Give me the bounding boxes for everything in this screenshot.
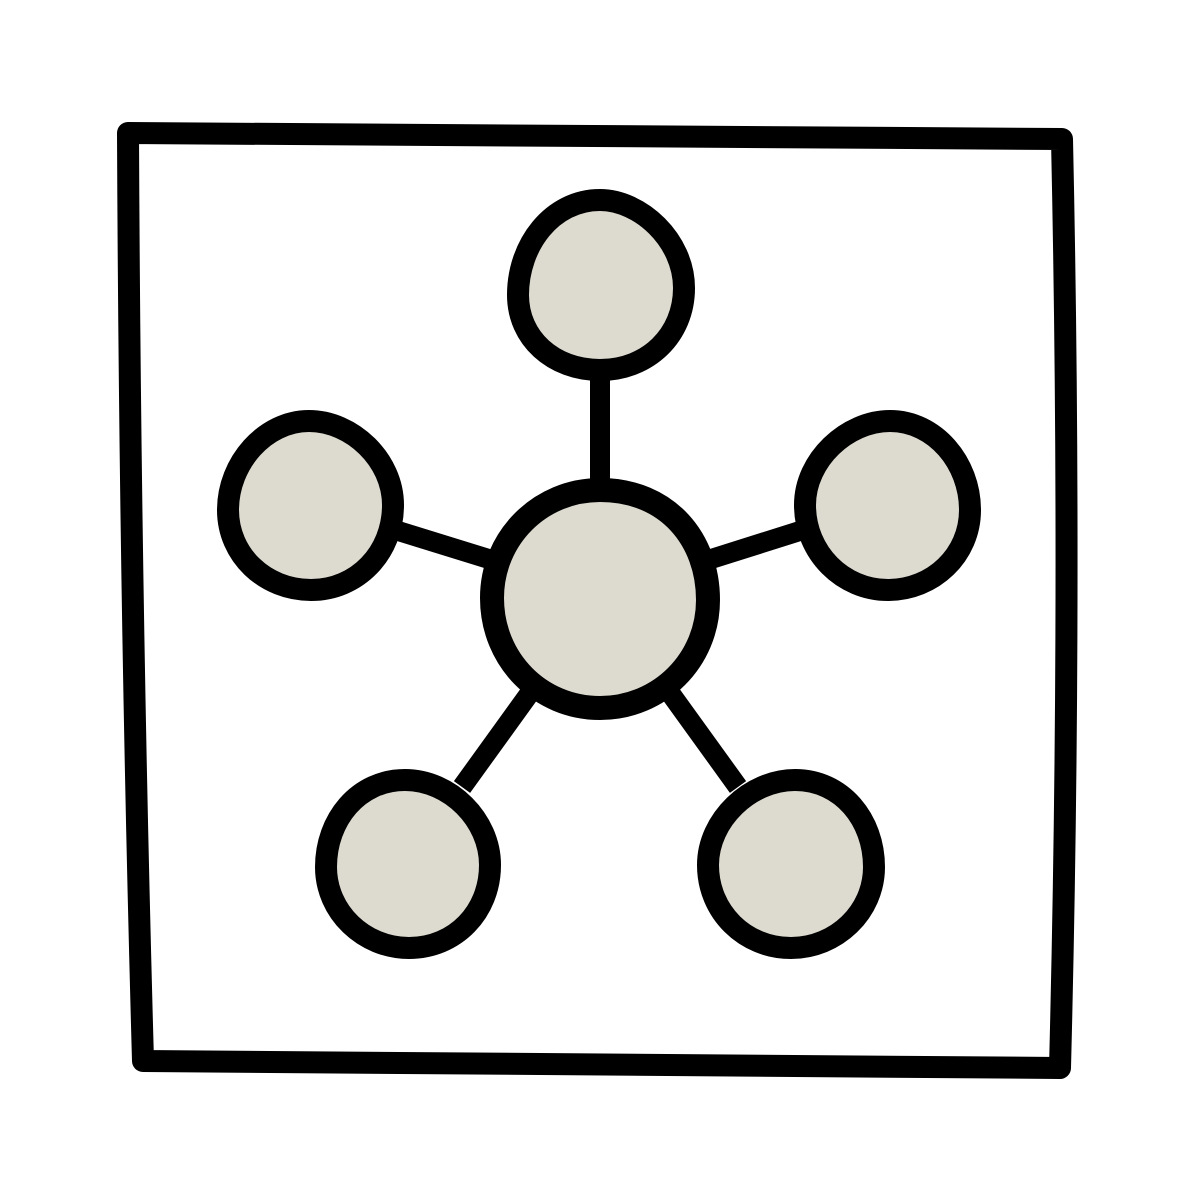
satellite-node-bottom-right — [697, 769, 885, 959]
satellite-node-bottom-left — [315, 769, 501, 959]
edge-center-left — [392, 520, 495, 570]
satellite-node-right — [794, 410, 981, 601]
edge-center-bottom-right — [659, 684, 747, 793]
satellite-node-left — [217, 410, 404, 601]
satellite-node-top — [507, 189, 695, 381]
edge-center-right — [704, 520, 807, 570]
hub-node-center — [480, 478, 720, 720]
edge-center-bottom-left — [453, 684, 541, 793]
